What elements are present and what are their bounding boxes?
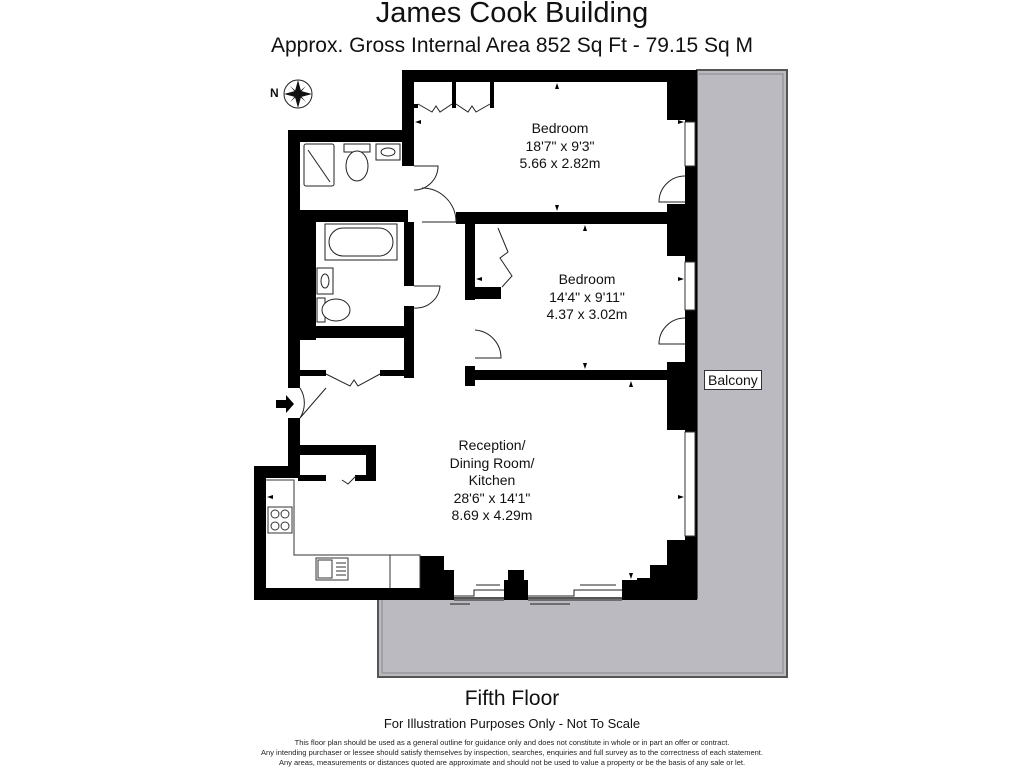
room-size-metric: 8.69 x 4.29m xyxy=(451,507,533,523)
room-name: Bedroom xyxy=(558,271,616,287)
doors xyxy=(299,103,686,485)
room-size-imperial: 28'6" x 14'1" xyxy=(453,489,531,506)
room-size-metric: 5.66 x 2.82m xyxy=(519,155,601,171)
room-label-bedroom-1: Bedroom 18'7" x 9'3" 5.66 x 2.82m xyxy=(480,120,640,173)
room-name-line-2: Dining Room/ xyxy=(449,454,535,471)
compass-rose-icon xyxy=(283,79,313,109)
disclaimer-line: Any intending purchaser or lessee should… xyxy=(261,748,763,757)
room-name-line-3: Kitchen xyxy=(468,472,516,488)
disclaimer: This floor plan should be used as a gene… xyxy=(0,738,1024,768)
illustration-note: For Illustration Purposes Only - Not To … xyxy=(383,716,641,731)
walls xyxy=(254,70,697,600)
entrance-arrow-icon xyxy=(276,395,294,413)
disclaimer-line: Any areas, measurements or distances quo… xyxy=(278,758,746,767)
room-label-reception: Reception/ Dining Room/ Kitchen 28'6" x … xyxy=(412,437,572,525)
room-size-imperial: 14'4" x 9'11" xyxy=(549,288,625,305)
hob xyxy=(267,506,293,534)
room-size-imperial: 18'7" x 9'3" xyxy=(525,137,595,154)
north-label: N xyxy=(270,86,279,100)
wardrobe-walls xyxy=(414,82,494,108)
floor-name: Fifth Floor xyxy=(464,687,560,710)
balcony-label: Balcony xyxy=(704,370,762,390)
dimension-markers xyxy=(267,83,684,579)
sliding-doors xyxy=(450,584,622,605)
gross-area-subtitle: Approx. Gross Internal Area 852 Sq Ft - … xyxy=(270,34,754,57)
sanitary-fittings xyxy=(303,143,401,323)
room-label-bedroom-2: Bedroom 14'4" x 9'11" 4.37 x 3.02m xyxy=(507,271,667,324)
toilet-bowl xyxy=(345,150,369,182)
room-name: Bedroom xyxy=(531,120,589,136)
room-name-line-1: Reception/ xyxy=(458,437,526,453)
windows xyxy=(684,121,696,537)
room-size-metric: 4.37 x 3.02m xyxy=(546,306,628,322)
compass: N xyxy=(270,78,320,110)
disclaimer-line: This floor plan should be used as a gene… xyxy=(294,738,730,747)
bathroom-toilet xyxy=(321,298,351,322)
kitchen-units xyxy=(266,479,421,588)
building-title: James Cook Building xyxy=(375,0,649,29)
